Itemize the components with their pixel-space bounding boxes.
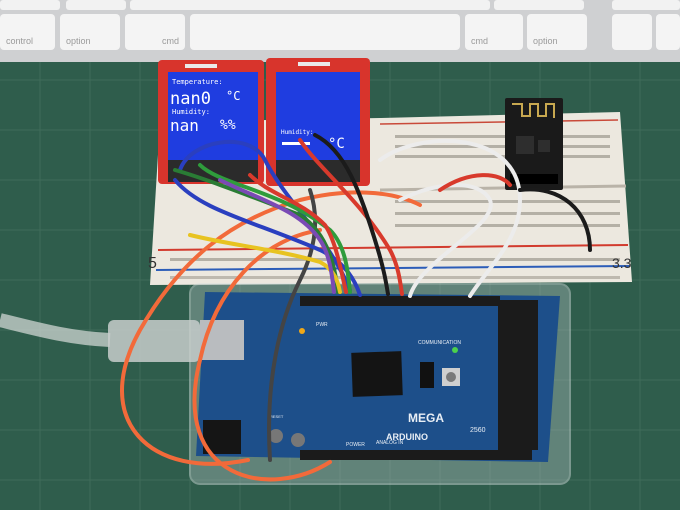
rail-red — [157, 244, 629, 251]
tft-header-left — [185, 64, 217, 68]
atmega-chip — [351, 351, 403, 397]
lcd-screen-right — [276, 72, 360, 162]
silk-reset: RESET — [270, 414, 284, 419]
rail-blue — [155, 265, 631, 271]
rail-label-5v: 5 — [148, 255, 157, 272]
arduino-mega-board: MEGA ARDUINO 2560 COMMUNICATION POWER AN… — [196, 292, 560, 462]
rail-red-top — [379, 119, 619, 125]
reset-button-cap — [446, 372, 456, 382]
wire-purple — [218, 178, 336, 294]
keyboard-key — [612, 0, 680, 10]
keyboard-key-cmd-right — [465, 14, 523, 50]
lcd-right-humidity-label: Humidity: — [281, 129, 314, 136]
lcd-left-humidity-label: Humidity: — [172, 108, 210, 116]
usb-cable-wire — [0, 313, 111, 347]
arduino-logo-text: ARDUINO — [386, 432, 428, 442]
lcd-left-temperature-value: nan0 — [170, 89, 211, 109]
lcd-left-temperature-unit: °C — [226, 89, 240, 103]
esp8266-module — [505, 98, 563, 190]
usb-port — [200, 320, 244, 360]
wire-black — [518, 187, 592, 252]
wire-black — [267, 188, 318, 462]
keyboard-key-arrow — [612, 14, 652, 50]
wire-blue — [173, 178, 362, 297]
key-label-cmd-right: cmd — [471, 36, 488, 46]
wire-red — [438, 173, 512, 192]
keyboard-key-option — [60, 14, 120, 50]
icsp-header — [420, 362, 434, 388]
key-label-option: option — [66, 36, 91, 46]
l-led — [299, 328, 305, 334]
esp-antenna-trace — [512, 103, 555, 118]
esp-chip — [516, 136, 534, 154]
tft-header-right — [298, 62, 330, 66]
tft-display-right: Humidity: °C — [266, 58, 370, 186]
tft-display-left: Temperature: nan0 °C Humidity: nan %% — [158, 60, 264, 184]
analog-header — [300, 450, 532, 460]
keyboard-key — [494, 0, 584, 10]
wire-white — [398, 183, 493, 298]
esp-flash-chip — [538, 140, 550, 152]
silk-pwr: PWR — [316, 322, 328, 328]
keyboard-key — [66, 0, 126, 10]
keyboard-key-option-right — [527, 14, 587, 50]
rail-label-3v3: 3.3 — [612, 255, 632, 271]
keyboard-key-arrow — [656, 14, 680, 50]
silk-communication: COMMUNICATION — [418, 340, 461, 346]
lcd-left-humidity-value: nan — [170, 116, 199, 135]
wire-red — [248, 173, 348, 294]
key-label-option-right: option — [533, 36, 558, 46]
wire-orange — [120, 190, 422, 466]
jumper-wires — [120, 133, 592, 482]
capacitor — [269, 429, 283, 443]
capacitor — [291, 433, 305, 447]
silk-power: POWER — [346, 442, 365, 448]
usb-cable-plug — [108, 320, 200, 362]
wire-green — [173, 168, 340, 294]
digital-header — [300, 296, 500, 306]
tft-ribbon-right — [276, 160, 360, 182]
keyboard-spacebar — [190, 14, 460, 50]
arduino-model-number: 2560 — [470, 427, 486, 434]
lcd-left-temperature-label: Temperature: — [172, 78, 223, 86]
lcd-left-humidity-unit: %% — [220, 118, 236, 133]
wire-yellow — [188, 233, 342, 294]
keyboard-key — [130, 0, 490, 10]
wire-red — [298, 138, 404, 296]
keyboard: control option cmd cmd option — [0, 0, 680, 62]
keyboard-key-cmd-left — [125, 14, 185, 50]
esp-header — [510, 174, 558, 184]
wire-white — [378, 138, 523, 298]
lcd-screen-left — [168, 72, 258, 162]
wire-orange — [192, 228, 332, 482]
keyboard-key — [0, 0, 60, 10]
silk-analog-in: ANALOG IN — [376, 440, 404, 446]
power-led — [452, 347, 458, 353]
lcd-right-dash — [282, 142, 310, 145]
key-label-control: control — [6, 36, 33, 46]
header-right — [498, 300, 538, 450]
key-label-cmd-left: cmd — [162, 36, 179, 46]
arduino-model: MEGA — [408, 411, 444, 425]
wire-black — [313, 133, 390, 296]
keyboard-key-control — [0, 14, 55, 50]
